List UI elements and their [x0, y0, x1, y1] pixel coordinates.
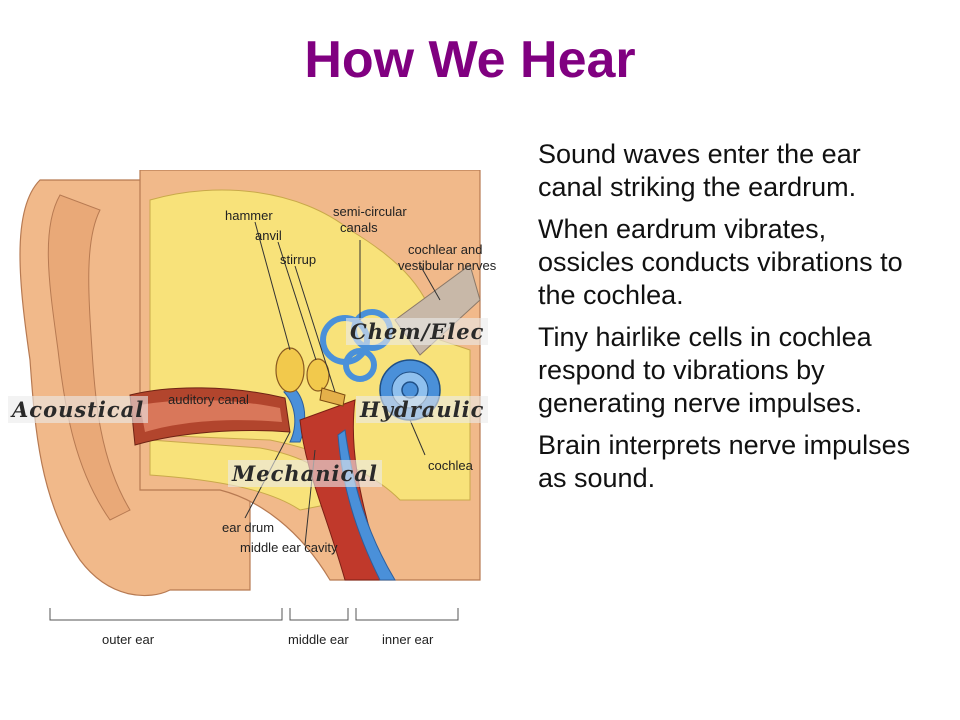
- label-semicircular: semi-circular: [333, 204, 407, 219]
- label-hammer: hammer: [225, 208, 273, 223]
- label-canals: canals: [340, 220, 378, 235]
- stage-chem-elec: Chem/Elec: [346, 318, 489, 345]
- stirrup-shape: [319, 387, 346, 407]
- pinna-fold: [47, 194, 131, 521]
- stage-mechanical: Mechanical: [228, 460, 382, 487]
- label-middle-ear-cavity: middle ear cavity: [240, 540, 338, 555]
- label-nerves-1: cochlear and: [408, 242, 482, 257]
- label-inner-ear: inner ear: [382, 632, 434, 647]
- ear-diagram: hammer anvil stirrup semi-circular canal…: [0, 170, 510, 660]
- label-auditory-canal: auditory canal: [168, 392, 249, 407]
- label-cochlea: cochlea: [428, 458, 474, 473]
- label-middle-ear: middle ear: [288, 632, 349, 647]
- slide-title: How We Hear: [304, 31, 636, 89]
- label-outer-ear: outer ear: [102, 632, 155, 647]
- bullet-item: When eardrum vibrates, ossicles conducts…: [538, 214, 903, 310]
- label-nerves-2: vestibular nerves: [398, 258, 497, 273]
- bullet-item: Tiny hairlike cells in cochlea respond t…: [538, 322, 872, 418]
- hammer-shape: [275, 347, 305, 393]
- bullet-item: Brain interprets nerve impulses as sound…: [538, 430, 911, 493]
- label-anvil: anvil: [255, 228, 282, 243]
- region-brackets: [49, 608, 459, 621]
- bullet-item: Sound waves enter the ear canal striking…: [538, 139, 861, 202]
- stage-acoustical: Acoustical: [8, 396, 149, 423]
- stage-hydraulic: Hydraulic: [356, 396, 489, 423]
- ear-drum-shape: [283, 387, 306, 443]
- semicircular-canal: [343, 348, 377, 382]
- label-ear-drum: ear drum: [222, 520, 274, 535]
- bullet-list: Sound waves enter the ear canal striking…: [538, 138, 918, 504]
- label-stirrup: stirrup: [280, 252, 316, 267]
- anvil-shape: [306, 358, 330, 392]
- auditory-canal-inner: [140, 400, 282, 432]
